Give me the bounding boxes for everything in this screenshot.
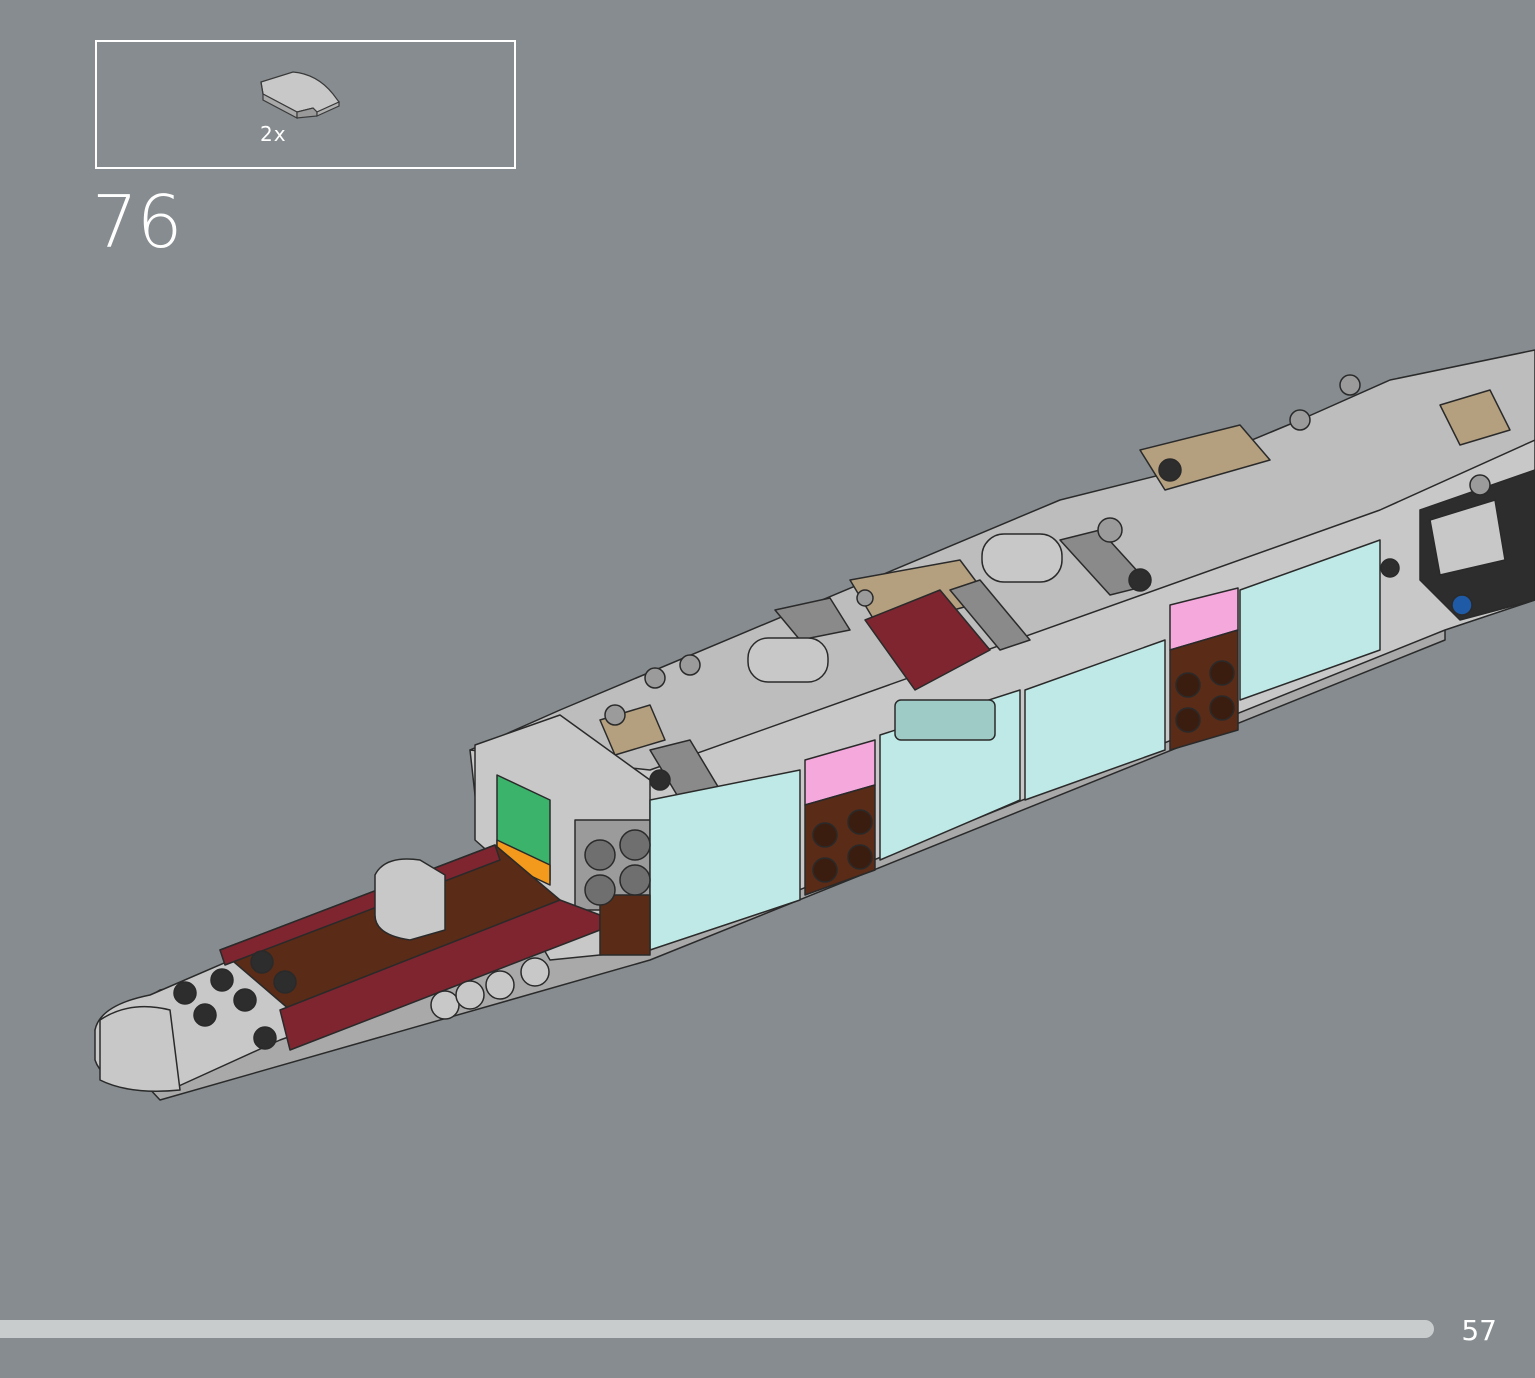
- page-number: 57: [1461, 1314, 1497, 1347]
- progress-bar: [0, 1320, 1434, 1338]
- curved-slope-tile-icon: [260, 71, 340, 119]
- part-quantity: 2x: [260, 122, 287, 146]
- model-illustration: [94, 349, 1535, 1101]
- step-number: 76: [92, 180, 183, 264]
- parts-callout: 2x: [95, 40, 516, 169]
